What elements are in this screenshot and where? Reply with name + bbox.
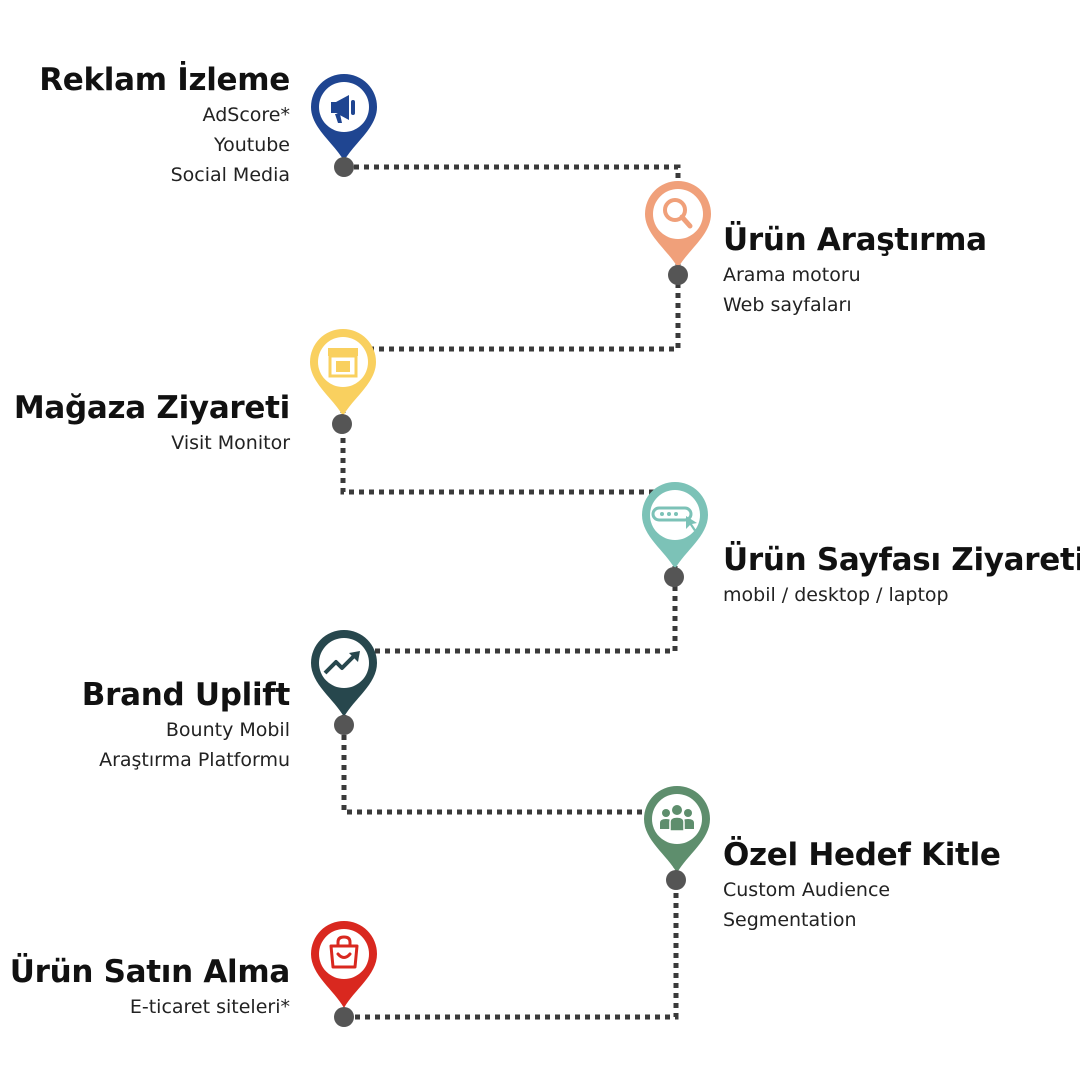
dot-product-page-visit — [664, 567, 684, 587]
step-line: Visit Monitor — [171, 432, 290, 454]
pin-product-page-visit — [640, 481, 710, 571]
pin-product-purchase — [309, 920, 379, 1010]
step-line: Youtube — [214, 134, 290, 156]
step-product-page-visit: Ürün Sayfası Ziyareti mobil / desktop / … — [723, 540, 1080, 610]
trend-up-icon — [323, 651, 360, 675]
www-cursor-icon — [651, 506, 697, 531]
step-title: Ürün Satın Alma — [9, 954, 291, 990]
step-line: Segmentation — [723, 909, 857, 931]
step-line: Custom Audience — [723, 879, 891, 901]
pin-brand-uplift — [309, 629, 379, 719]
step-title: Mağaza Ziyareti — [13, 390, 290, 426]
step-product-purchase: Ürün Satın Alma E-ticaret siteleri* — [0, 952, 291, 1022]
step-line: Araştırma Platformu — [99, 749, 290, 771]
pin-ad-viewing — [309, 73, 379, 163]
storefront-icon — [328, 348, 358, 378]
step-product-research: Ürün Araştırma Arama motoru Web sayfalar… — [723, 220, 1080, 320]
megaphone-icon — [331, 95, 355, 123]
pin-store-visit — [308, 328, 378, 418]
step-custom-audience: Özel Hedef Kitle Custom Audience Segment… — [723, 835, 1080, 935]
step-ad-viewing: Reklam İzleme AdScore* Youtube Social Me… — [0, 60, 290, 190]
step-line: Web sayfaları — [723, 294, 852, 316]
dot-custom-audience — [666, 870, 686, 890]
dot-product-purchase — [334, 1007, 354, 1027]
dot-store-visit — [332, 414, 352, 434]
step-line: Social Media — [170, 164, 290, 186]
step-title: Özel Hedef Kitle — [723, 837, 1001, 873]
step-line: E-ticaret siteleri* — [129, 996, 290, 1018]
connector-line — [340, 164, 681, 1020]
step-line: mobil / desktop / laptop — [723, 584, 949, 606]
step-line: AdScore* — [202, 104, 290, 126]
people-group-icon — [660, 805, 694, 832]
pin-product-research — [643, 180, 713, 270]
dot-product-research — [668, 265, 688, 285]
step-title: Ürün Araştırma — [723, 222, 987, 258]
dot-ad-viewing — [334, 157, 354, 177]
magnifier-icon — [663, 198, 693, 229]
step-title: Brand Uplift — [81, 677, 291, 713]
step-title: Reklam İzleme — [39, 62, 290, 98]
step-brand-uplift: Brand Uplift Bounty Mobil Araştırma Plat… — [0, 675, 291, 775]
step-title: Ürün Sayfası Ziyareti — [723, 542, 1080, 578]
step-line: Bounty Mobil — [165, 719, 290, 741]
dot-brand-uplift — [334, 715, 354, 735]
shopping-bag-icon — [329, 935, 359, 969]
step-store-visit: Mağaza Ziyareti Visit Monitor — [0, 388, 290, 458]
pin-custom-audience — [642, 785, 712, 875]
step-line: Arama motoru — [723, 264, 861, 286]
